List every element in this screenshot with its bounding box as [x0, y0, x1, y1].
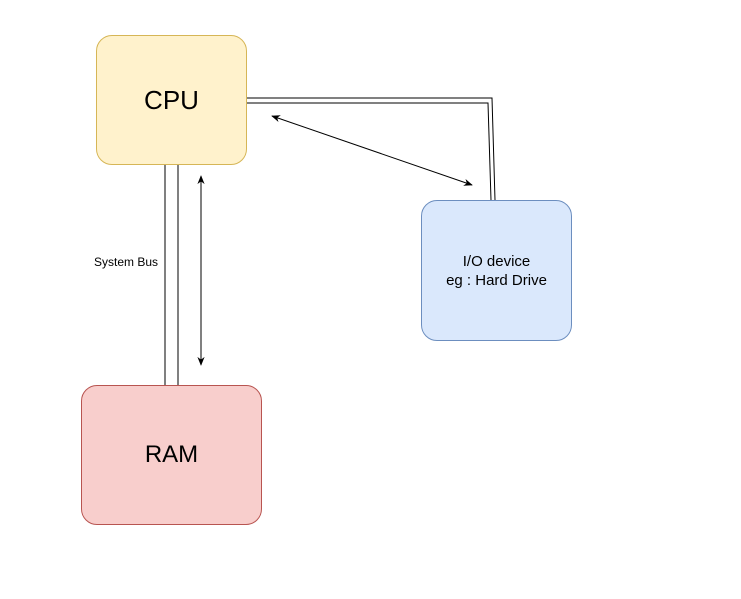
io-device-node: I/O device eg : Hard Drive: [421, 200, 572, 341]
cpu-ram-bus-connector: [164, 165, 179, 385]
cpu-io-bus-connector: [247, 97, 496, 201]
cpu-io-arrow: [271, 115, 473, 186]
io-device-label: I/O device: [462, 252, 531, 270]
cpu-node-label: CPU: [144, 84, 199, 115]
ram-node: RAM: [81, 385, 262, 525]
cpu-node: CPU: [96, 35, 247, 165]
io-device-example-label: eg : Hard Drive: [446, 271, 547, 289]
ram-node-label: RAM: [144, 441, 199, 468]
system-bus-label: System Bus: [94, 255, 159, 269]
